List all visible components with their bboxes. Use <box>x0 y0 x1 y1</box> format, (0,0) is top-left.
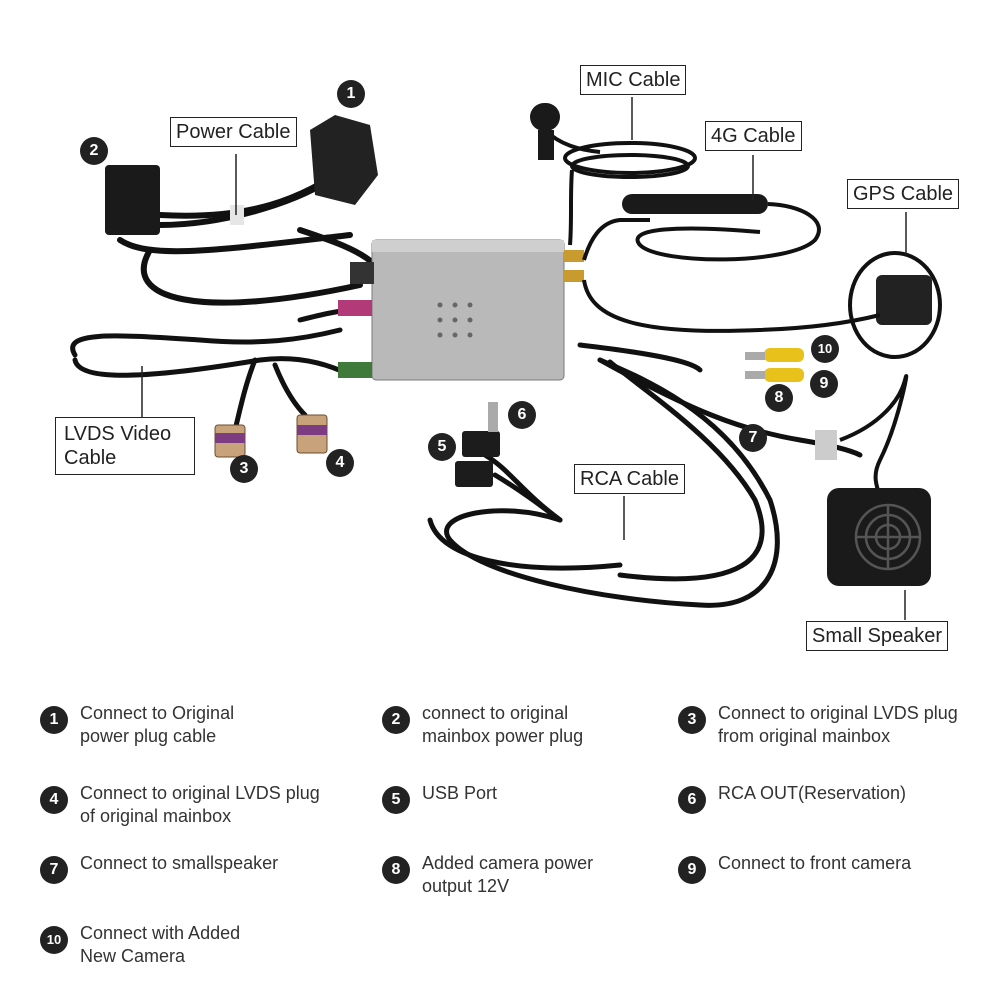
callout-small-speaker: Small Speaker <box>806 621 949 651</box>
legend-text: USB Port <box>422 783 498 803</box>
legend-badge: 9 <box>678 856 706 884</box>
badge-1: 1 <box>337 80 365 108</box>
legend: 1 Connect to Original power plug cable 2… <box>0 690 1000 990</box>
legend-text: Connect to front camera <box>718 853 912 873</box>
vent-holes <box>437 302 473 338</box>
main-box-top-edge <box>372 240 564 252</box>
legend-item-4: 4 Connect to original LVDS plug of origi… <box>40 782 340 828</box>
legend-text: Connect to smallspeaker <box>80 853 279 873</box>
callout-mic-cable: MIC Cable <box>580 65 687 95</box>
badge-3: 3 <box>230 455 258 483</box>
legend-text: connect to original mainbox power plug <box>422 703 584 746</box>
legend-item-2: 2 connect to original mainbox power plug <box>382 702 672 748</box>
rca-jack <box>488 402 498 432</box>
legend-badge: 2 <box>382 706 410 734</box>
legend-badge: 6 <box>678 786 706 814</box>
4g-antenna <box>622 194 768 214</box>
legend-badge: 1 <box>40 706 68 734</box>
usb-plug-b <box>455 461 493 487</box>
power-harness <box>117 162 378 306</box>
legend-text: Connect to Original power plug cable <box>80 703 235 746</box>
legend-text: Connect to original LVDS plug from origi… <box>718 703 958 746</box>
callout-lvds-cable: LVDS Video Cable <box>55 417 195 475</box>
legend-badge: 4 <box>40 786 68 814</box>
legend-item-1: 1 Connect to Original power plug cable <box>40 702 340 748</box>
main-box <box>371 239 565 381</box>
legend-item-8: 8 Added camera power output 12V <box>382 852 672 898</box>
cable-illustration <box>70 97 942 620</box>
legend-badge: 8 <box>382 856 410 884</box>
legend-item-7: 7 Connect to smallspeaker <box>40 852 340 884</box>
lvds-plug-right-band <box>297 425 327 435</box>
cable-tie <box>230 205 244 225</box>
gps-antenna <box>876 275 932 325</box>
power-connector-left <box>105 165 160 235</box>
speaker-grille <box>854 503 922 571</box>
speaker-cable <box>839 374 909 501</box>
badge-4: 4 <box>326 449 354 477</box>
power-connector-right <box>310 115 378 205</box>
wiring-diagram: Power Cable MIC Cable 4G Cable GPS Cable… <box>55 65 960 651</box>
gps-antenna-cable <box>582 251 942 359</box>
badge-6: 6 <box>508 401 536 429</box>
leader-lines <box>141 97 907 620</box>
power-port <box>350 262 374 284</box>
mic-head <box>530 103 560 131</box>
badge-5: 5 <box>428 433 456 461</box>
legend-item-9: 9 Connect to front camera <box>678 852 988 884</box>
legend-badge: 5 <box>382 786 410 814</box>
callout-power-cable: Power Cable <box>170 117 297 147</box>
badge-2: 2 <box>80 137 108 165</box>
fakra-green-port <box>338 362 372 378</box>
rca-harness <box>427 342 863 608</box>
callout-rca-cable: RCA Cable <box>574 464 685 494</box>
legend-text: Added camera power output 12V <box>422 853 594 896</box>
legend-text: RCA OUT(Reservation) <box>718 783 907 803</box>
legend-badge: 3 <box>678 706 706 734</box>
badge-7: 7 <box>739 424 767 452</box>
mic-clip <box>538 130 554 160</box>
legend-item-6: 6 RCA OUT(Reservation) <box>678 782 988 814</box>
speaker-connector <box>815 430 837 460</box>
antenna-port-a <box>564 250 584 262</box>
legend-badge: 7 <box>40 856 68 884</box>
lvds-plug-left-band <box>215 433 245 443</box>
4g-antenna-cable <box>582 202 821 262</box>
legend-item-5: 5 USB Port <box>382 782 672 814</box>
usb-plug-a <box>462 431 500 457</box>
callout-gps-cable: GPS Cable <box>847 179 960 209</box>
mic-cable <box>543 128 697 246</box>
legend-badge: 10 <box>40 926 68 954</box>
legend-item-10: 10 Connect with Added New Camera <box>40 922 340 968</box>
legend-item-3: 3 Connect to original LVDS plug from ori… <box>678 702 988 748</box>
legend-text: Connect with Added New Camera <box>80 923 241 966</box>
badge-9: 9 <box>810 370 838 398</box>
legend-text: Connect to original LVDS plug of origina… <box>80 783 320 826</box>
badge-8: 8 <box>765 384 793 412</box>
fakra-pink-port <box>338 300 372 316</box>
antenna-port-b <box>564 270 584 282</box>
rca-yellow-plugs <box>745 348 804 382</box>
badge-10: 10 <box>811 335 839 363</box>
lvds-harness <box>70 307 358 433</box>
callout-4g-cable: 4G Cable <box>705 121 802 151</box>
